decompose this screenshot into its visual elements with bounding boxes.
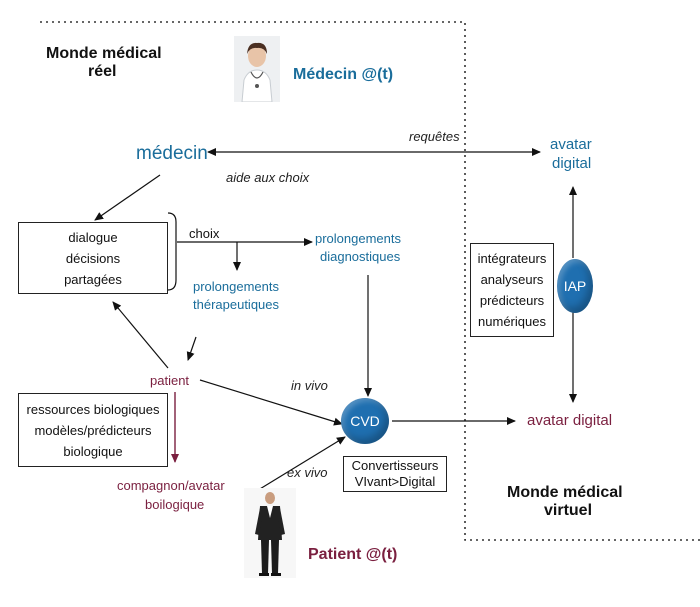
choix-label: choix bbox=[189, 226, 220, 241]
avatar-digital-label: avatar digital bbox=[527, 412, 613, 429]
integrateurs-line: analyseurs bbox=[480, 272, 544, 287]
in-vivo-label: in vivo bbox=[291, 378, 328, 393]
integrateurs-line: prédicteurs bbox=[479, 293, 545, 308]
iap-node: IAP bbox=[557, 259, 593, 313]
patient-to-dialogue-arrow bbox=[112, 301, 169, 369]
dialogue-line: décisions bbox=[65, 250, 121, 266]
patient-label: patient bbox=[150, 373, 190, 388]
patient-photo bbox=[244, 488, 296, 578]
cvd-node: CVD bbox=[341, 398, 389, 444]
avatar-digital-top-2: digital bbox=[552, 155, 592, 172]
convertisseurs-line: VIvant>Digital bbox=[354, 474, 436, 489]
avatar-digital-top-1: avatar bbox=[550, 136, 592, 153]
monde-reel-title-2: réel bbox=[88, 63, 117, 80]
ressources-box: ressources biologiques modèles/prédicteu… bbox=[18, 393, 168, 467]
monde-virtuel-title-2: virtuel bbox=[544, 502, 593, 519]
virtual-world-boundary bbox=[40, 21, 700, 541]
medecin-t-label: Médecin @(t) bbox=[293, 66, 394, 83]
ex-vivo-arrow bbox=[249, 436, 346, 496]
dialogue-line: partagées bbox=[64, 271, 122, 287]
in-vivo-arrow bbox=[199, 379, 343, 426]
requetes-label: requêtes bbox=[409, 129, 460, 144]
convertisseurs-box: Convertisseurs VIvant>Digital bbox=[343, 456, 447, 492]
prolongements-ther-1: prolongements bbox=[193, 279, 279, 294]
doctor-photo bbox=[234, 36, 280, 103]
prolongements-diag-2: diagnostiques bbox=[320, 249, 401, 264]
compagnon-label-2: boilogique bbox=[145, 497, 205, 512]
aide-aux-choix-label: aide aux choix bbox=[226, 170, 310, 185]
dialogue-box: dialogue décisions partagées bbox=[18, 222, 168, 294]
ressources-line: modèles/prédicteurs bbox=[34, 422, 152, 438]
integrateurs-line: intégrateurs bbox=[477, 251, 547, 266]
dialogue-brace bbox=[167, 212, 177, 291]
dialogue-line: dialogue bbox=[68, 229, 118, 245]
compagnon-label-1: compagnon/avatar bbox=[117, 478, 225, 493]
prolongements-ther-2: thérapeutiques bbox=[193, 297, 280, 312]
ther-to-patient-arrow bbox=[186, 336, 197, 361]
ressources-line: ressources biologiques bbox=[26, 401, 160, 417]
medecin-label: médecin bbox=[136, 143, 208, 164]
monde-reel-title-1: Monde médical bbox=[46, 45, 162, 62]
patient-t-label: Patient @(t) bbox=[308, 546, 398, 563]
convertisseurs-line: Convertisseurs bbox=[351, 458, 439, 473]
ressources-line: biologique bbox=[63, 443, 123, 459]
integrateurs-box: intégrateurs analyseurs prédicteurs numé… bbox=[470, 243, 554, 337]
monde-virtuel-title-1: Monde médical bbox=[507, 484, 623, 501]
prolongements-diag-1: prolongements bbox=[315, 231, 401, 246]
ex-vivo-label: ex vivo bbox=[287, 465, 328, 480]
aide-arrow bbox=[94, 174, 161, 221]
integrateurs-line: numériques bbox=[478, 314, 546, 329]
